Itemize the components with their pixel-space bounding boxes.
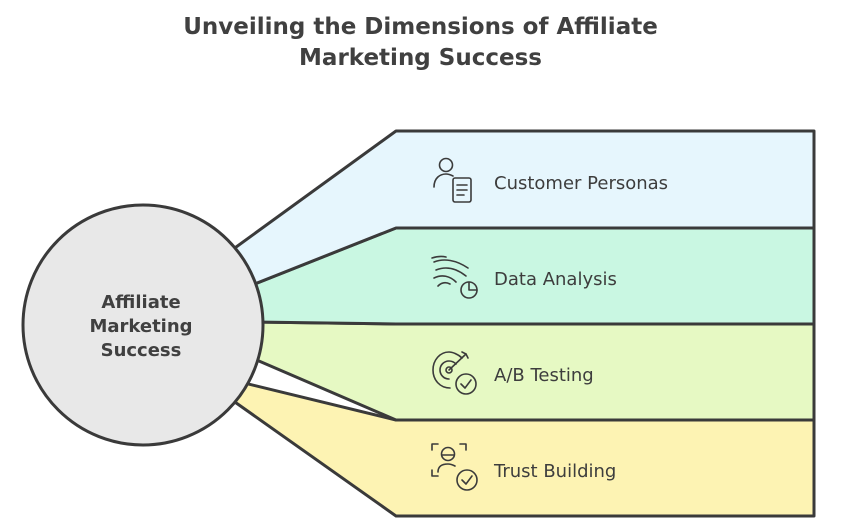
title-line-1: Unveiling the Dimensions of Affiliate [183, 14, 658, 40]
person-check-icon [431, 443, 478, 491]
band-label-trust-building: Trust Building [493, 461, 616, 482]
band-label-customer-personas: Customer Personas [494, 173, 668, 194]
band-label-ab-testing: A/B Testing [494, 365, 594, 386]
title-line-2: Marketing Success [299, 45, 542, 71]
target-check-icon [432, 351, 477, 395]
diagram-title: Unveiling the Dimensions of Affiliate Ma… [0, 12, 841, 74]
hub-label-line-3: Success [101, 340, 182, 361]
hub: Affiliate Marketing Success [21, 203, 265, 447]
band-label-data-analysis: Data Analysis [494, 269, 617, 290]
hub-label-line-2: Marketing [89, 316, 192, 337]
hub-circle [21, 203, 265, 447]
customer-persona-icon [433, 157, 472, 203]
hub-label-line-1: Affiliate [101, 292, 180, 313]
data-analysis-icon [431, 255, 478, 299]
